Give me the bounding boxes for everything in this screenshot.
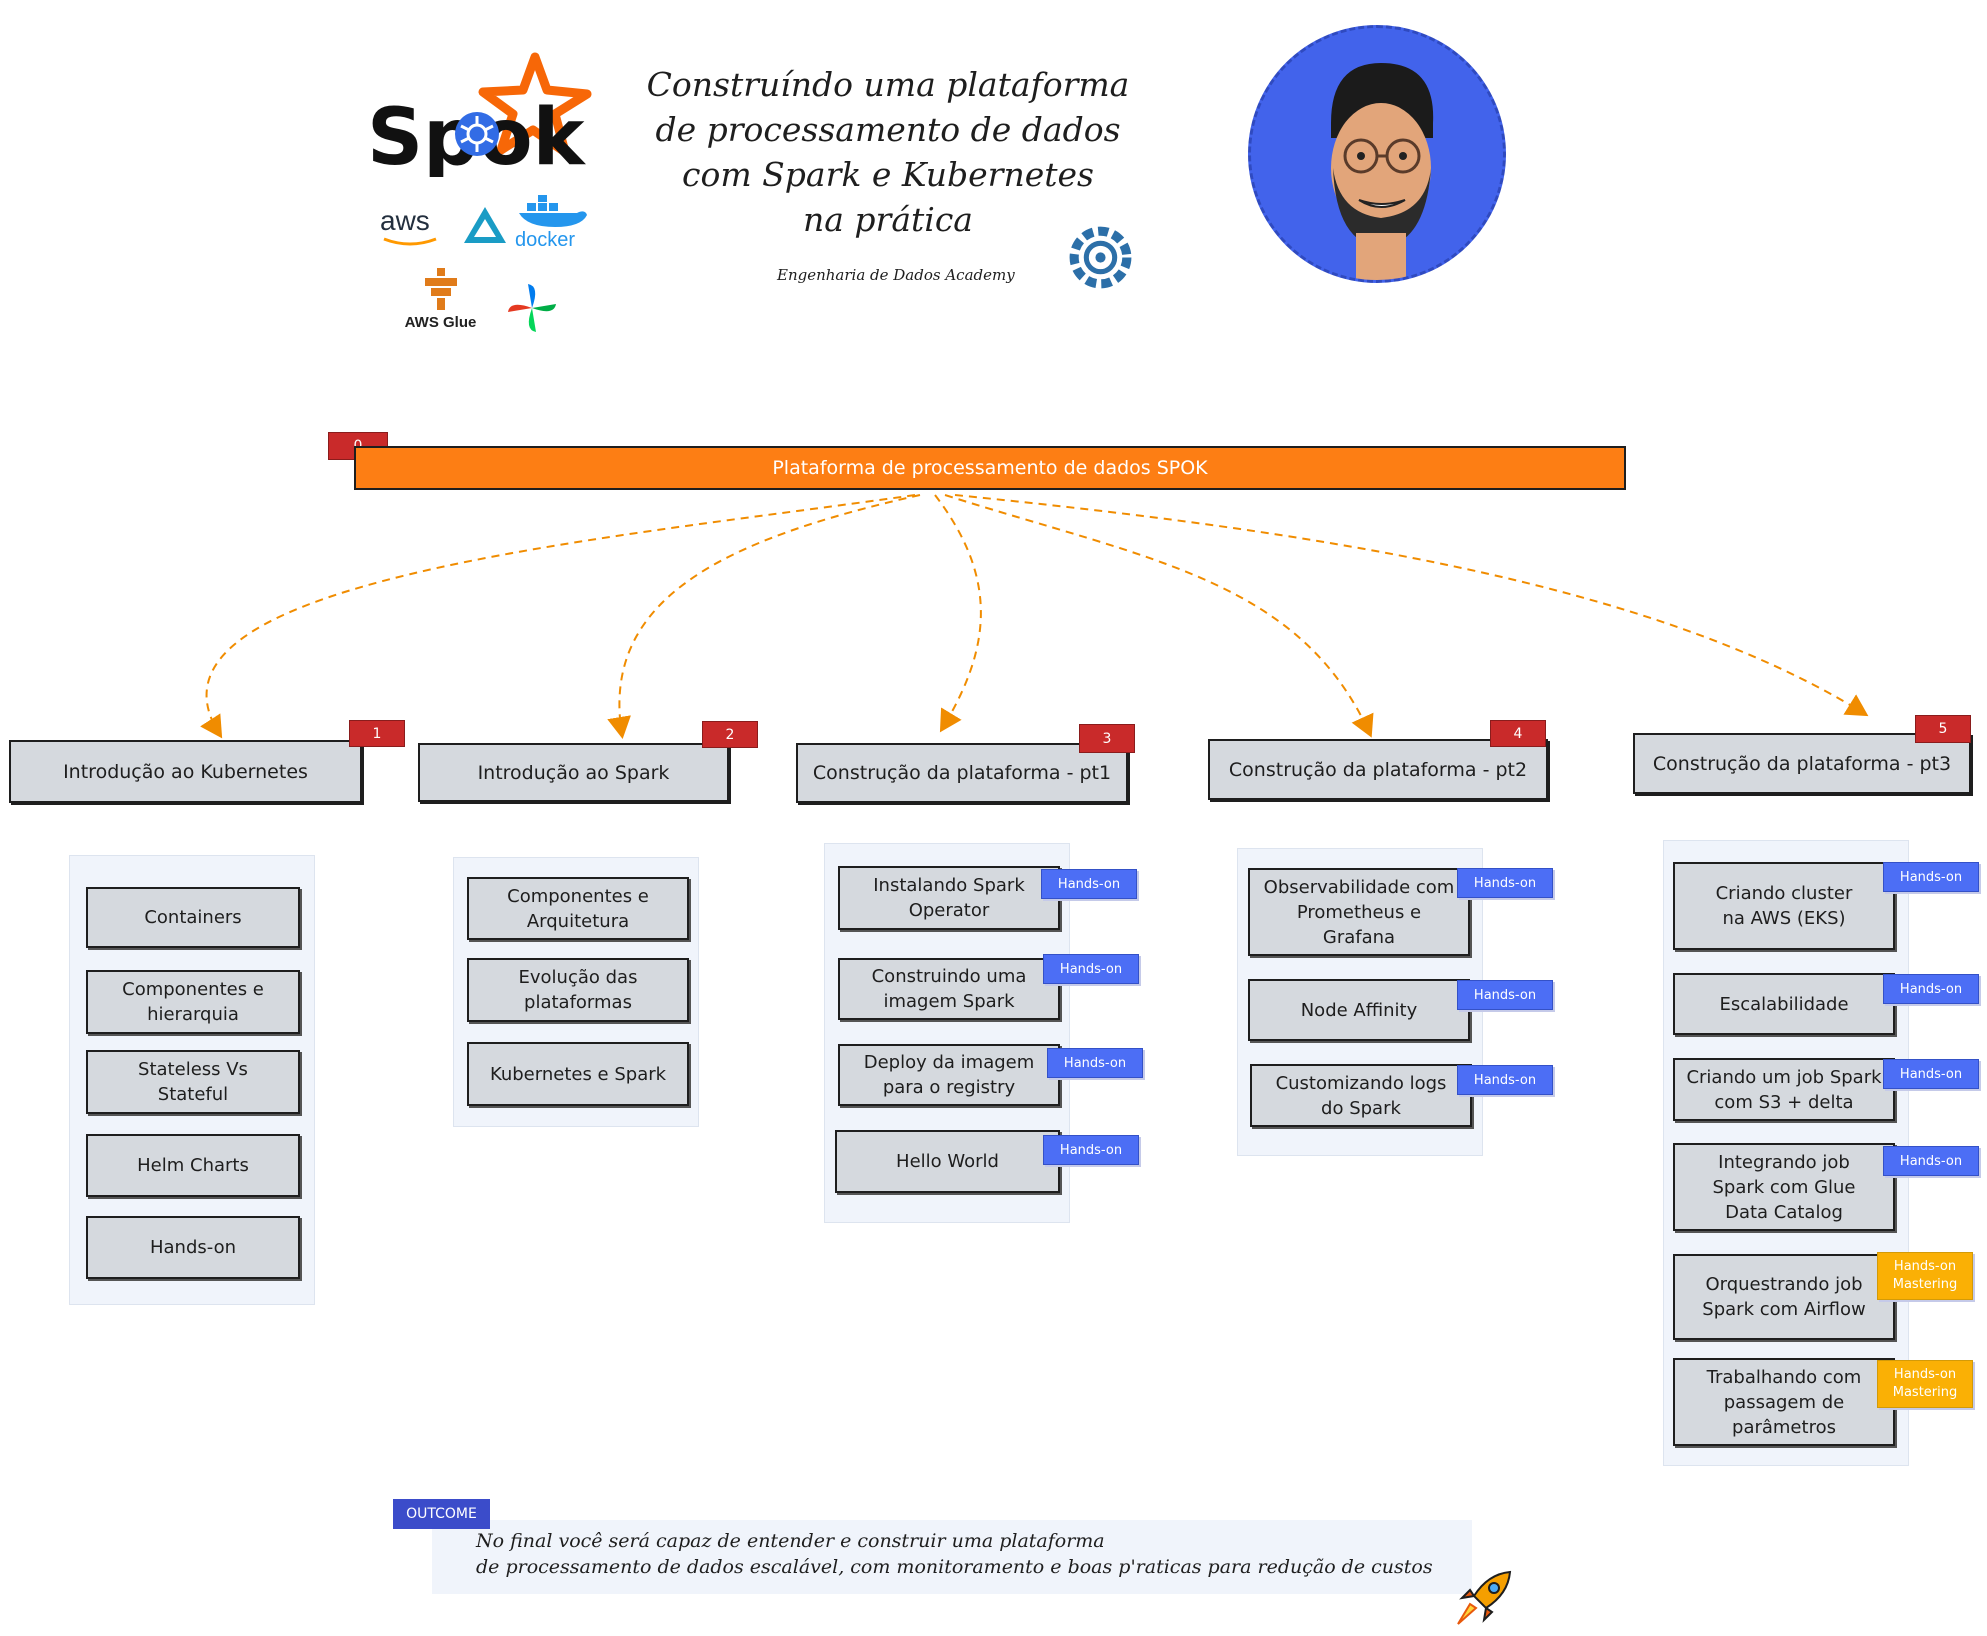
avatar-cartoon xyxy=(1331,63,1434,280)
topic-customizando-logs[interactable]: Customizando logs do Spark xyxy=(1250,1064,1472,1127)
title-line: na prática xyxy=(803,200,973,239)
hands-on-badge: Hands-on xyxy=(1457,980,1553,1010)
hands-on-badge: Hands-on xyxy=(1883,1059,1979,1089)
topic-hello-world[interactable]: Hello World xyxy=(835,1130,1060,1193)
topic-orquestrando-airflow[interactable]: Orquestrando job Spark com Airflow xyxy=(1673,1254,1895,1340)
title-line: Construíndo uma plataforma xyxy=(646,65,1130,104)
module-5-number-badge: 5 xyxy=(1915,715,1971,743)
hands-on-mastering-badge: Hands-on Mastering xyxy=(1877,1360,1973,1408)
topic-containers[interactable]: Containers xyxy=(86,887,300,948)
rocket-icon xyxy=(1448,1568,1518,1630)
docker-whale-icon: docker xyxy=(515,195,590,255)
topic-evolucao-plataformas[interactable]: Evolução das plataformas xyxy=(467,958,689,1022)
aws-glue-label: AWS Glue xyxy=(404,314,477,331)
module-2-number-badge: 2 xyxy=(702,721,758,748)
topic-integrando-glue-catalog[interactable]: Integrando job Spark com Glue Data Catal… xyxy=(1673,1143,1895,1231)
outcome-line: de processamento de dados escalável, com… xyxy=(476,1556,1433,1578)
topic-instalando-spark-operator[interactable]: Instalando Spark Operator xyxy=(838,866,1060,930)
module-4-header[interactable]: Construção da plataforma - pt2 xyxy=(1208,739,1548,800)
aws-logo: aws xyxy=(380,205,445,250)
aws-sagemaker-icon xyxy=(460,203,510,248)
topic-componentes-hierarquia[interactable]: Componentes e hierarquia xyxy=(86,970,300,1034)
module-2-header[interactable]: Introdução ao Spark xyxy=(418,743,729,802)
module-1-header[interactable]: Introdução ao Kubernetes xyxy=(9,740,362,803)
outcome-box: No final você será capaz de entender e c… xyxy=(432,1520,1472,1594)
outcome-badge: OUTCOME xyxy=(393,1499,490,1529)
spok-star-logo: Spok xyxy=(367,52,592,183)
outcome-line: No final você será capaz de entender e c… xyxy=(476,1530,1105,1552)
page-subtitle: Engenharia de Dados Academy xyxy=(777,266,1015,284)
title-line: com Spark e Kubernetes xyxy=(682,155,1094,194)
topic-criando-cluster-eks[interactable]: Criando cluster na AWS (EKS) xyxy=(1673,862,1895,950)
topic-helm-charts[interactable]: Helm Charts xyxy=(86,1134,300,1197)
hands-on-badge: Hands-on xyxy=(1883,1146,1979,1176)
aws-logo-text: aws xyxy=(380,205,430,236)
kubernetes-wheel-icon xyxy=(455,112,499,156)
hands-on-badge: Hands-on xyxy=(1047,1048,1143,1078)
topic-criando-job-spark[interactable]: Criando um job Spark com S3 + delta xyxy=(1673,1058,1895,1121)
module-5-header[interactable]: Construção da plataforma - pt3 xyxy=(1633,733,1971,794)
module-4-number-badge: 4 xyxy=(1490,720,1546,747)
topic-componentes-arquitetura[interactable]: Componentes e Arquitetura xyxy=(467,877,689,940)
docker-logo-text: docker xyxy=(515,229,576,251)
root-platform-bar[interactable]: Plataforma de processamento de dados SPO… xyxy=(354,446,1626,490)
topic-passagem-parametros[interactable]: Trabalhando com passagem de parâmetros xyxy=(1673,1358,1895,1446)
hands-on-badge: Hands-on xyxy=(1043,954,1139,984)
arrow-to-module-5 xyxy=(954,494,1869,717)
page-title: Construíndo uma plataforma de processame… xyxy=(628,62,1148,242)
hands-on-badge: Hands-on xyxy=(1043,1135,1139,1165)
module-3-number-badge: 3 xyxy=(1079,724,1135,753)
airflow-pinwheel-icon xyxy=(506,282,558,334)
aws-glue-icon: AWS Glue xyxy=(398,268,483,338)
module-1-number-badge: 1 xyxy=(349,720,405,747)
arrow-to-module-3 xyxy=(934,494,982,733)
spok-logo: Spok xyxy=(365,52,595,183)
topic-observabilidade[interactable]: Observabilidade com Prometheus e Grafana xyxy=(1248,868,1470,956)
arrow-to-module-2 xyxy=(607,494,921,739)
arrow-to-module-1 xyxy=(200,494,916,739)
topic-stateless-stateful[interactable]: Stateless Vs Stateful xyxy=(86,1050,300,1114)
topic-kubernetes-spark[interactable]: Kubernetes e Spark xyxy=(467,1042,689,1106)
hands-on-mastering-badge: Hands-on Mastering xyxy=(1877,1252,1973,1300)
topic-escalabilidade[interactable]: Escalabilidade xyxy=(1673,973,1895,1035)
hands-on-badge: Hands-on xyxy=(1883,862,1979,892)
engenharia-dados-gear-icon xyxy=(1063,220,1138,295)
topic-construindo-imagem-spark[interactable]: Construindo uma imagem Spark xyxy=(838,958,1060,1020)
avatar xyxy=(1248,25,1506,283)
hands-on-badge: Hands-on xyxy=(1457,868,1553,898)
arrow-to-module-4 xyxy=(944,494,1374,738)
topic-deploy-imagem-registry[interactable]: Deploy da imagem para o registry xyxy=(838,1044,1060,1106)
hands-on-badge: Hands-on xyxy=(1041,869,1137,899)
topic-hands-on[interactable]: Hands-on xyxy=(86,1216,300,1279)
title-line: de processamento de dados xyxy=(655,110,1121,149)
hands-on-badge: Hands-on xyxy=(1457,1065,1553,1095)
module-3-header[interactable]: Construção da plataforma - pt1 xyxy=(796,743,1128,803)
hands-on-badge: Hands-on xyxy=(1883,974,1979,1004)
topic-node-affinity[interactable]: Node Affinity xyxy=(1248,979,1470,1041)
